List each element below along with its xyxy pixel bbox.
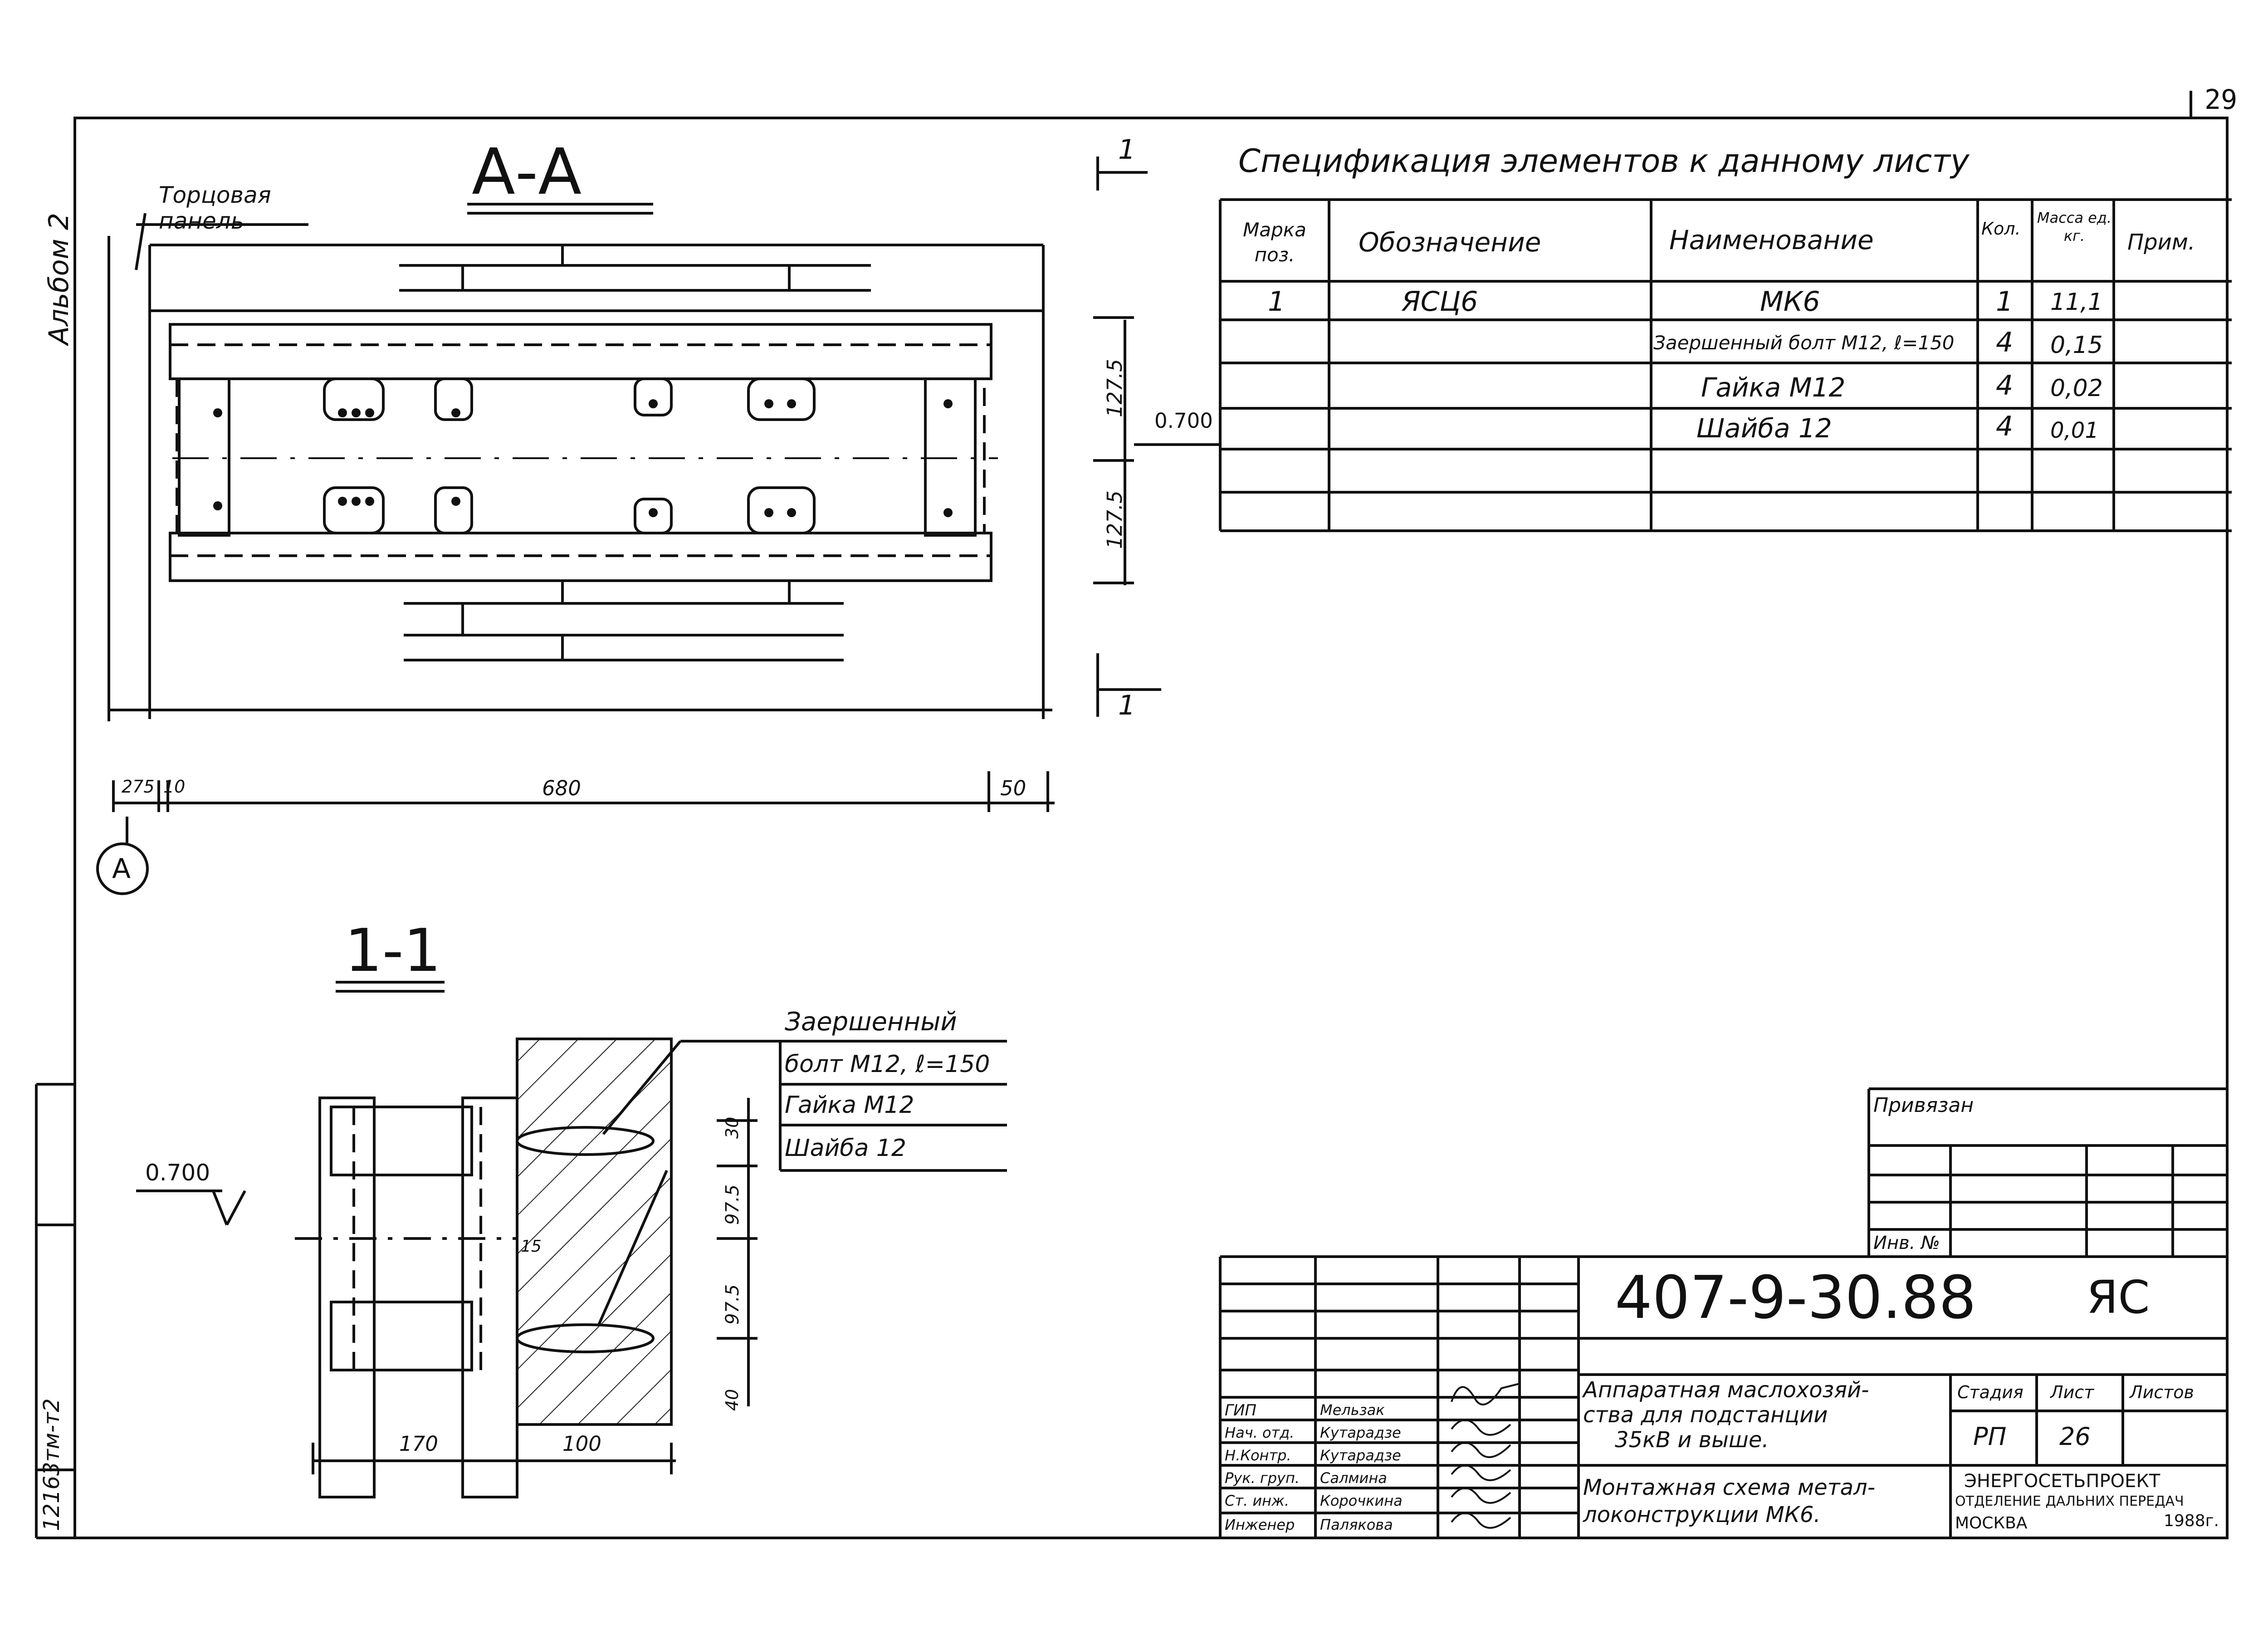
spec-row-3-qty: 4 <box>1996 370 2014 401</box>
staff-name-2: Кутарадзе <box>1320 1424 1401 1441</box>
spec-table-grid <box>1219 198 2232 532</box>
plan-level-label: 0.700 <box>1154 409 1213 433</box>
dim-100: 100 <box>562 1432 601 1456</box>
staff-role-6: Инженер <box>1225 1516 1295 1533</box>
cut-mark-top: 1 <box>1118 134 1136 166</box>
dim-680: 680 <box>542 776 581 800</box>
spec-header-note: Прим. <box>2127 230 2195 255</box>
sheet-title-line-1: Монтажная схема метал- <box>1583 1475 1876 1500</box>
sheets-label: Листов <box>2130 1382 2194 1402</box>
callout-washer: Шайба 12 <box>785 1135 906 1162</box>
staff-role-3: Н.Контр. <box>1225 1447 1291 1464</box>
inv-label: Инв. № <box>1873 1233 1940 1253</box>
spec-header-designation: Обозначение <box>1359 227 1541 258</box>
section-11-title: 1-1 <box>345 916 441 985</box>
spec-row-4-name: Шайба 12 <box>1696 413 1832 444</box>
callout-bolt-2: болт М12, ℓ=150 <box>785 1051 990 1078</box>
spec-table-title: Спецификация элементов к данному листу <box>1238 142 1970 180</box>
dim-127-bottom: 127.5 <box>1103 490 1127 549</box>
spec-row-3-mass: 0,02 <box>2050 375 2103 402</box>
staff-role-1: ГИП <box>1225 1401 1256 1420</box>
org-name-1: ЭНЕРГОСЕТЬПРОЕКТ <box>1964 1471 2160 1492</box>
spec-header-mark: Марка поз. <box>1243 219 1306 266</box>
sheet-label: Лист <box>2050 1382 2094 1402</box>
page-number: 29 <box>2204 84 2238 116</box>
dim-10: 10 <box>163 777 186 797</box>
side-stamp-code: 12163тм-т2 <box>39 1398 64 1531</box>
doc-code: 407-9-30.88 <box>1615 1263 1976 1332</box>
spec-row-3-name: Гайка М12 <box>1701 372 1846 403</box>
section-view <box>136 981 1007 1498</box>
plan-view <box>96 157 1220 895</box>
staff-name-1: Мельзак <box>1320 1401 1385 1419</box>
project-line-1: Аппаратная маслохозяй- <box>1583 1377 1869 1403</box>
signatures <box>1451 1383 1520 1529</box>
project-line-2: ства для подстанции <box>1583 1402 1828 1428</box>
stage-label: Стадия <box>1957 1382 2024 1402</box>
staff-name-4: Салмина <box>1320 1469 1387 1487</box>
staff-role-4: Рук. груп. <box>1225 1469 1300 1487</box>
spec-row-2-mass: 0,15 <box>2050 332 2103 359</box>
sheet-title-line-2: локонструкции МК6. <box>1583 1502 1821 1527</box>
staff-role-2: Нач. отд. <box>1225 1424 1295 1441</box>
dim-97-top: 97.5 <box>722 1184 743 1225</box>
spec-row-1-qty: 1 <box>1996 286 2014 318</box>
spec-row-4-mass: 0,01 <box>2050 418 2099 443</box>
tied-label: Привязан <box>1873 1094 1974 1117</box>
dim-30: 30 <box>722 1116 742 1139</box>
dim-97-bottom: 97.5 <box>722 1284 743 1325</box>
org-city: МОСКВА <box>1955 1514 2028 1532</box>
doc-year: 1988г. <box>2164 1512 2219 1530</box>
spec-row-2-name: Заершенный болт М12, ℓ=150 <box>1653 332 1955 354</box>
spec-row-1-name: МК6 <box>1760 286 1820 318</box>
spec-header-name: Наименование <box>1669 225 1874 255</box>
spec-header-mass: Масса ед. кг. <box>2037 209 2112 245</box>
section-level-label: 0.700 <box>145 1160 210 1186</box>
callout-nut: Гайка М12 <box>785 1092 914 1119</box>
doc-suffix: ЯС <box>2087 1271 2150 1324</box>
dim-50: 50 <box>1000 776 1026 800</box>
title-block-grid <box>1219 1087 2227 1538</box>
callout-bolt-1: Заершенный <box>785 1007 957 1037</box>
staff-role-5: Ст. инж. <box>1225 1492 1290 1509</box>
dim-40: 40 <box>722 1389 742 1411</box>
staff-name-3: Кутарадзе <box>1320 1447 1401 1464</box>
stage-value: РП <box>1973 1422 2007 1451</box>
spec-row-4-qty: 4 <box>1996 411 2014 442</box>
spec-row-2-qty: 4 <box>1996 327 2014 358</box>
dim-15: 15 <box>521 1237 542 1256</box>
spec-row-1-mass: 11,1 <box>2050 289 2103 316</box>
org-name-2: ОТДЕЛЕНИЕ ДАЛЬНИХ ПЕРЕДАЧ <box>1955 1493 2184 1509</box>
axis-label: А <box>112 853 131 885</box>
spec-row-1-mark: 1 <box>1268 286 1286 318</box>
album-label: Альбом 2 <box>43 213 75 345</box>
end-panel-label-1: Торцовая <box>159 182 271 208</box>
dim-170: 170 <box>399 1432 438 1456</box>
section-aa-title: А-А <box>472 135 582 209</box>
sheet-number: 26 <box>2059 1422 2091 1451</box>
dim-275: 275 <box>122 777 155 797</box>
spec-row-1-designation: ЯСЦ6 <box>1402 286 1478 318</box>
spec-header-qty: Кол. <box>1981 219 2021 239</box>
staff-name-5: Корочкина <box>1320 1492 1403 1509</box>
sheet-frame <box>73 117 2229 1539</box>
cut-mark-bottom: 1 <box>1118 690 1136 721</box>
dim-127-top: 127.5 <box>1103 359 1127 417</box>
staff-name-6: Палякова <box>1320 1516 1393 1533</box>
end-panel-label-2: панель <box>159 208 244 234</box>
project-line-3: 35кВ и выше. <box>1615 1427 1769 1453</box>
